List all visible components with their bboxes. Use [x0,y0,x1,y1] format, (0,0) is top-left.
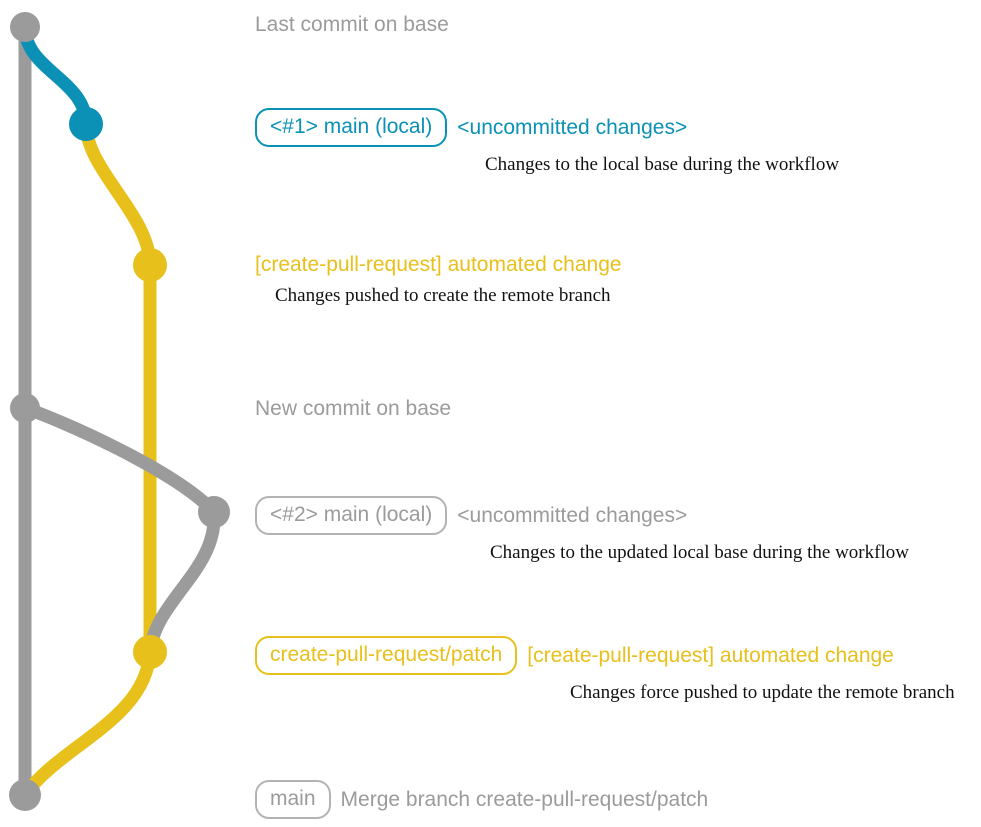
node-automated-change-2[interactable] [133,635,167,669]
commit-block: main Merge branch create-pull-request/pa… [255,780,708,819]
row-automated-change-1: [create-pull-request] automated change C… [255,252,622,307]
node-new-commit-on-base[interactable] [10,393,40,423]
row-new-commit-on-base: New commit on base [255,396,451,422]
edge-base-to-local1 [18,20,93,131]
commit-subject: Last commit on base [255,13,449,36]
commit-block: <#1> main (local) <uncommitted changes> … [255,108,839,176]
commit-block: [create-pull-request] automated change C… [255,252,622,307]
commit-head: main Merge branch create-pull-request/pa… [255,780,708,819]
commit-block: create-pull-request/patch [create-pull-r… [255,636,955,704]
row-last-commit-on-base: Last commit on base [255,12,449,38]
commit-nodes [9,12,230,811]
edge-local1-to-patch1 [79,117,157,272]
node-merge-commit[interactable] [9,779,41,811]
node-automated-change-1[interactable] [133,248,167,282]
row-local-commit-1: <#1> main (local) <uncommitted changes> … [255,108,839,176]
node-last-commit-on-base[interactable] [10,12,40,42]
commit-subject: [create-pull-request] automated change [255,253,622,276]
row-automated-change-2: create-pull-request/patch [create-pull-r… [255,636,955,704]
branch-pill-main-local-2[interactable]: <#2> main (local) [255,496,448,535]
commit-note: Changes to the updated local base during… [490,542,909,563]
branch-pill-main[interactable]: main [255,780,331,819]
branch-pill-main-local-1[interactable]: <#1> main (local) [255,108,448,147]
edge-local2-to-patch2 [143,505,221,659]
row-merge-commit: main Merge branch create-pull-request/pa… [255,780,708,819]
commit-subject: New commit on base [255,397,452,420]
row-local-commit-2: <#2> main (local) <uncommitted changes> … [255,496,909,564]
commit-subject: [create-pull-request] automated change [527,643,894,667]
commit-head: create-pull-request/patch [create-pull-r… [255,636,955,675]
commit-note: Changes pushed to create the remote bran… [275,285,611,306]
commit-head: [create-pull-request] automated change [255,252,622,278]
branch-pill-create-pull-request-patch[interactable]: create-pull-request/patch [255,636,518,675]
commit-note: Changes to the local base during the wor… [485,154,840,175]
commit-subject: <uncommitted changes> [457,503,688,527]
commit-note: Changes force pushed to update the remot… [570,682,955,703]
commit-subject: Merge branch create-pull-request/patch [340,787,709,811]
commit-block: <#2> main (local) <uncommitted changes> … [255,496,909,564]
edge-patch2-to-merge [18,645,157,802]
commit-head: <#1> main (local) <uncommitted changes> [255,108,839,147]
edge-base2-to-local2 [18,401,221,519]
commit-head: <#2> main (local) <uncommitted changes> [255,496,909,535]
node-local-commit-1[interactable] [69,107,103,141]
node-local-commit-2[interactable] [198,496,230,528]
commit-subject: <uncommitted changes> [457,115,688,139]
